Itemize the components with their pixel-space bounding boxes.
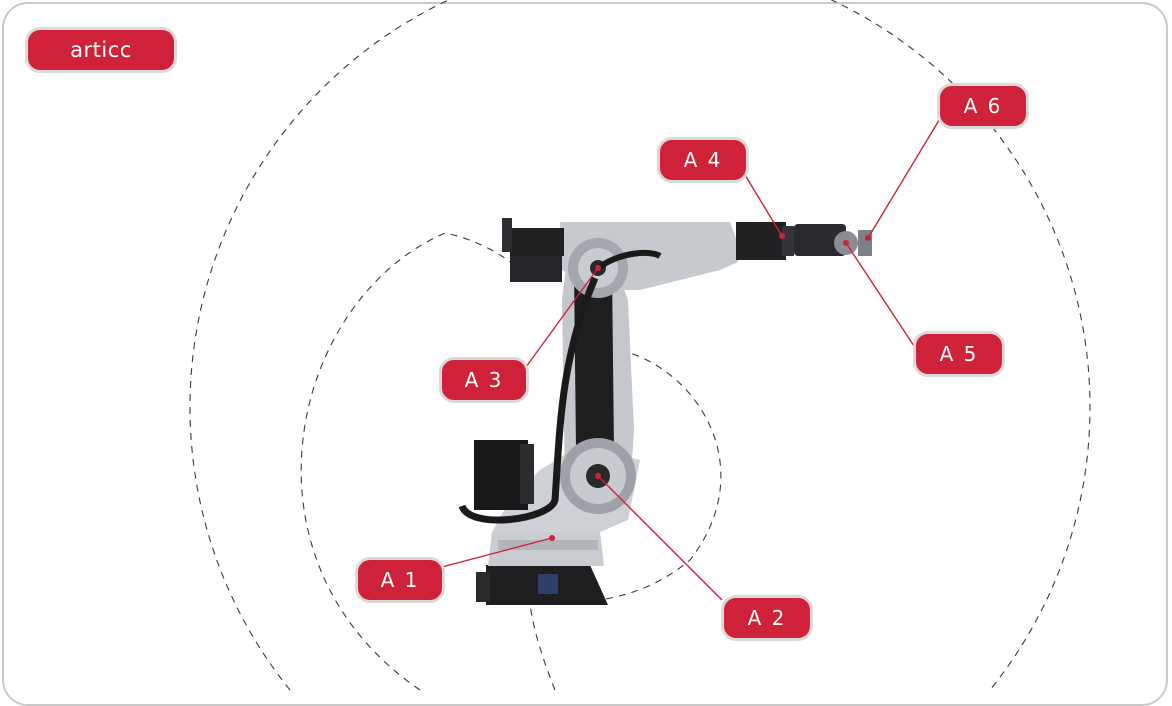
motor-box	[474, 440, 528, 510]
leader-a5	[845, 242, 915, 347]
outer-reach-arc	[189, 0, 1091, 691]
dot-a5	[843, 240, 849, 246]
inner-reach-tail	[529, 599, 556, 691]
reach-envelope	[189, 0, 1091, 691]
leader-dots	[549, 233, 871, 541]
dot-a3	[595, 265, 601, 271]
axis-label-a1: A 1	[358, 560, 442, 600]
base-plate	[538, 574, 558, 594]
dot-a6	[865, 235, 871, 241]
base-foot	[476, 572, 490, 602]
dot-a1	[549, 535, 555, 541]
axis-label-a5: A 5	[916, 334, 1002, 374]
leader-a6	[867, 111, 945, 239]
motor-side	[520, 444, 534, 504]
leader-a1	[437, 537, 553, 569]
forearm-a4	[736, 222, 786, 260]
leader-a3	[517, 267, 599, 379]
leader-lines	[437, 111, 945, 601]
axis-label-a4: A 4	[660, 140, 746, 180]
base-reach-arc	[599, 349, 722, 601]
rear-motor-top	[510, 228, 564, 256]
axis-label-a2: A 2	[724, 598, 810, 638]
rear-motor-bottom	[510, 256, 562, 282]
inner-reach-arc	[300, 232, 511, 691]
wrist-a5	[794, 224, 846, 256]
leader-a2	[597, 475, 723, 601]
axis-label-a3: A 3	[442, 360, 526, 400]
forearm-collar	[782, 226, 794, 256]
dot-a2	[595, 473, 601, 479]
axis-label-a6: A 6	[940, 86, 1026, 126]
brand-badge: articc	[28, 30, 174, 70]
leader-a4	[741, 169, 783, 237]
cable-upper	[596, 249, 662, 271]
rear-bracket	[502, 218, 512, 252]
dot-a4	[779, 233, 785, 239]
cable-lower	[458, 276, 599, 524]
turntable-ring	[498, 540, 598, 550]
robot-arm-illustration	[458, 218, 872, 605]
